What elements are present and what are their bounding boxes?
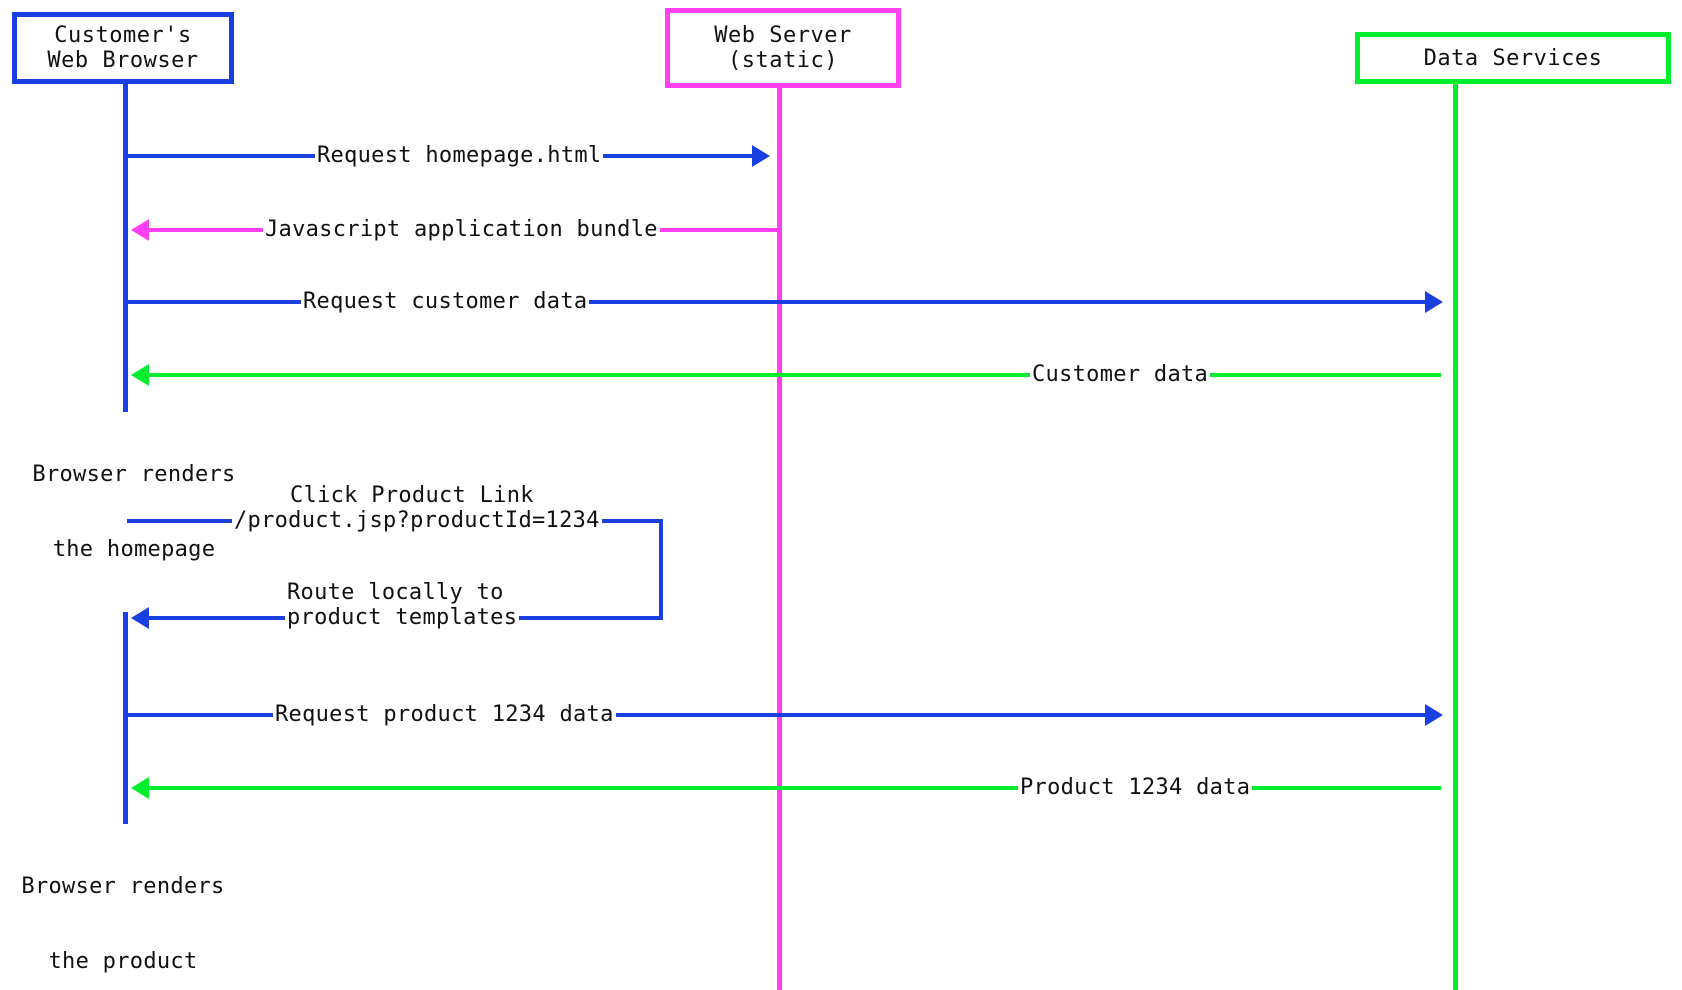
message-label-customer-data: Customer data bbox=[1030, 362, 1211, 388]
self-message-label-click-product-link-line2: /product.jsp?productId=1234 bbox=[232, 508, 602, 534]
actor-box-data-services[interactable]: Data Services bbox=[1355, 32, 1671, 84]
message-label-javascript-bundle: Javascript application bundle bbox=[263, 217, 660, 243]
note-line-1: Browser renders bbox=[21, 874, 225, 899]
arrowhead-request-customer-data bbox=[1425, 291, 1443, 313]
self-message-vertical-click-product-link bbox=[659, 519, 663, 620]
actor-label-browser-line1: Customer's bbox=[54, 23, 192, 48]
arrowhead-request-homepage bbox=[752, 145, 770, 167]
arrowhead-route-locally bbox=[131, 607, 149, 629]
message-label-request-homepage: Request homepage.html bbox=[315, 143, 604, 169]
self-message-label-click-product-link-line1: Click Product Link bbox=[288, 483, 536, 509]
message-line-customer-data bbox=[149, 373, 1441, 377]
actor-label-web-server-line2: (static) bbox=[728, 48, 838, 73]
message-line-product-data bbox=[149, 786, 1441, 790]
message-label-product-data: Product 1234 data bbox=[1018, 775, 1253, 801]
self-message-label-route-locally-line2: product templates bbox=[285, 605, 520, 631]
self-message-label-route-locally-line1: Route locally to bbox=[285, 580, 506, 606]
note-line-1: Browser renders bbox=[32, 462, 236, 487]
note-line-2: the homepage bbox=[52, 537, 216, 562]
lifeline-data-services bbox=[1453, 84, 1458, 990]
message-line-request-customer-data bbox=[127, 300, 1425, 304]
arrowhead-product-data bbox=[131, 777, 149, 799]
message-label-request-customer-data: Request customer data bbox=[301, 289, 590, 315]
actor-label-browser-line2: Web Browser bbox=[47, 48, 199, 73]
actor-box-web-server[interactable]: Web Server (static) bbox=[665, 8, 901, 88]
actor-label-web-server-line1: Web Server bbox=[714, 23, 852, 48]
message-line-request-product-data bbox=[127, 713, 1425, 717]
arrowhead-javascript-bundle bbox=[131, 219, 149, 241]
note-line-2: the product bbox=[48, 949, 198, 974]
note-browser-renders-homepage: Browser renders the homepage bbox=[23, 412, 245, 612]
note-browser-renders-product: Browser renders the product bbox=[12, 824, 234, 990]
lifeline-web-server bbox=[777, 88, 782, 990]
message-label-request-product-data: Request product 1234 data bbox=[273, 702, 616, 728]
actor-box-browser[interactable]: Customer's Web Browser bbox=[12, 12, 234, 84]
arrowhead-request-product-data bbox=[1425, 704, 1443, 726]
arrowhead-customer-data bbox=[131, 364, 149, 386]
actor-label-data-services-line1: Data Services bbox=[1423, 45, 1603, 71]
